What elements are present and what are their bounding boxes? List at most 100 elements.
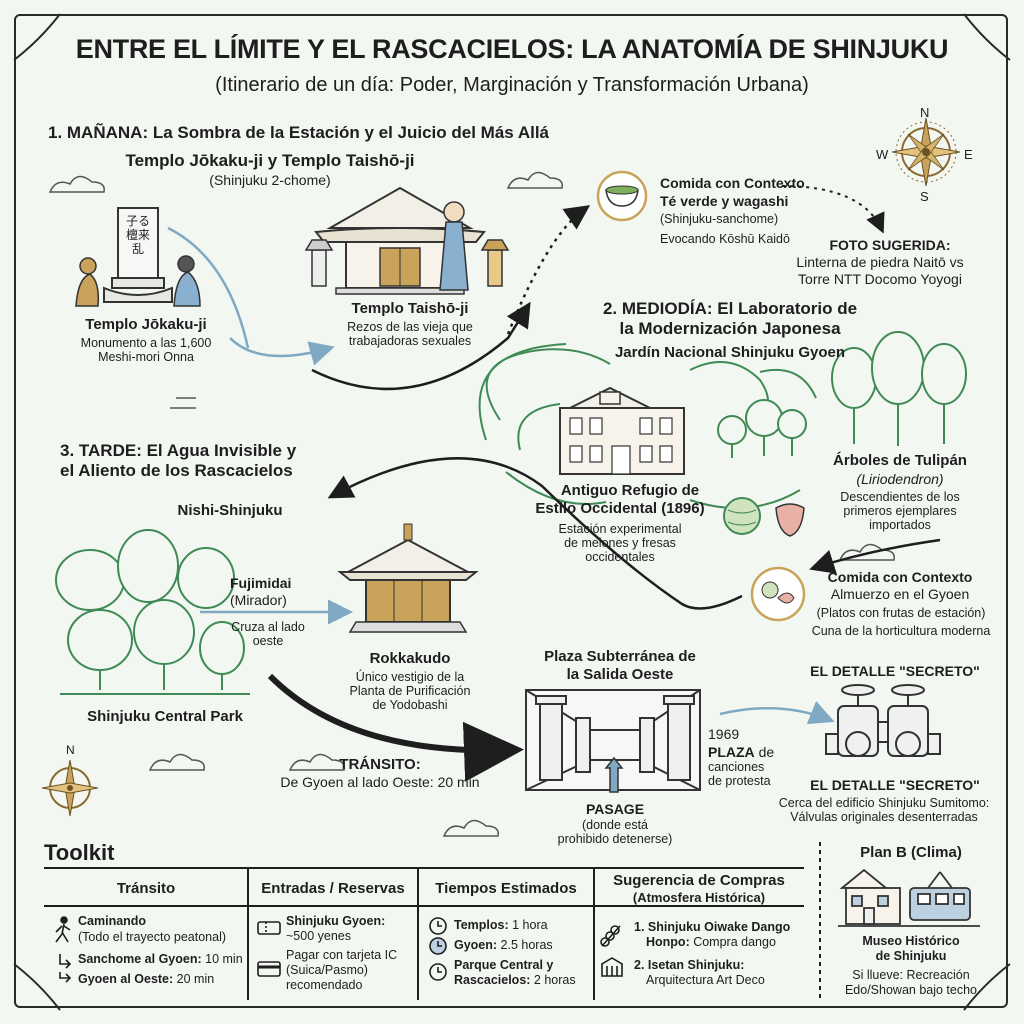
toolkit-icons: [55, 916, 623, 983]
western-building-illustration: [559, 386, 685, 475]
food2-title: Comida con Contexto: [827, 569, 973, 585]
transit-title: TRÁNSITO:: [339, 756, 421, 773]
jokaku-desc-1: Monumento a las 1,600: [80, 336, 212, 350]
planb-museum-1: Museo Histórico: [862, 934, 960, 948]
cross-west-2: oeste: [252, 634, 284, 648]
morning-temples-title: Templo Jōkaku-ji y Templo Taishō-ji: [125, 151, 415, 170]
compass-icon: [891, 117, 961, 187]
toolkit-col-shopping-sub: (Atmosfera Histórica): [632, 890, 766, 905]
valve-illustration: [825, 684, 941, 757]
plaza-year: 1969: [708, 726, 740, 742]
planb-desc-2: Edo/Showan bajo techo: [844, 983, 978, 997]
page-title: ENTRE EL LÍMITE Y EL RASCACIELOS: LA ANA…: [75, 34, 949, 64]
toolkit-col-transit-heading: Tránsito: [116, 880, 176, 897]
taisho-desc-1: Rezos de las vieja que: [347, 320, 473, 334]
refuge-title-1: Antiguo Refugio de: [560, 482, 700, 499]
rokkakudo-desc-1: Único vestigio de la: [355, 670, 465, 684]
photo-title: FOTO SUGERIDA:: [829, 237, 951, 253]
rokkakudo-desc-3: de Yodobashi: [372, 698, 448, 712]
toolkit-time-temples-val: 1 hora: [508, 918, 548, 932]
museum-illustration: [838, 868, 980, 927]
refuge-desc-1: Estación experimental: [558, 522, 682, 536]
toolkit-walk: Caminando: [78, 914, 147, 928]
tulip-tree-illustration: [831, 331, 967, 446]
toolkit-shop-2: 2. Isetan Shinjuku:: [634, 958, 745, 972]
tulip-latin: (Liriodendron): [856, 471, 944, 487]
tulip-desc-2: primeros ejemplares: [843, 504, 957, 518]
pasage-up-arrow: [604, 756, 624, 793]
food2-desc-2: Cuna de la horticultura moderna: [811, 624, 991, 638]
food2-sub: Almuerzo en el Gyoen: [830, 586, 970, 602]
plaza-de: de: [758, 744, 775, 760]
melon-strawberry-icon: [723, 497, 805, 537]
tulip-desc-3: importados: [869, 518, 931, 532]
plaza-desc-1: canciones: [708, 760, 765, 774]
tulip-title: Árboles de Tulipán: [833, 452, 967, 469]
plaza-title-1: Plaza Subterránea de: [544, 648, 696, 665]
toolkit-col-shopping-heading: Sugerencia de Compras: [613, 872, 785, 889]
toolkit-time-gyoen-val: 2.5 horas: [497, 938, 553, 952]
rokkakudo-illustration: [337, 523, 479, 633]
food1-title-2: Té verde y wagashi: [660, 193, 789, 209]
rokkakudo-desc-2: Planta de Purificación: [349, 684, 471, 698]
jokaku-desc-2: Meshi-mori Onna: [98, 350, 194, 364]
poster-frame: [14, 14, 1008, 1008]
food1-desc: Evocando Kōshū Kaidō: [660, 232, 790, 246]
food1-title-1: Comida con Contexto: [660, 175, 805, 191]
route-arrows: [167, 185, 941, 782]
toolkit-ic-3: recomendado: [286, 978, 363, 992]
taisho-temple-illustration: [304, 186, 510, 295]
pasage-label: PASAGE: [585, 801, 645, 817]
cross-west-1: Cruza al lado: [231, 620, 305, 634]
fujimidai-sub: (Mirador): [230, 592, 287, 608]
stone-monument-illustration: [75, 207, 201, 307]
toolkit-route-2-bold: Gyoen al Oeste:: [78, 972, 174, 986]
toolkit-gyoen-price: ~500 yenes: [286, 929, 351, 943]
fujimidai-label: Fujimidai: [230, 575, 292, 591]
monument-inscription: 子る檀来乱: [126, 214, 151, 256]
secret-detail-bottom: EL DETALLE "SECRETO": [810, 777, 980, 793]
toolkit-time-skyscrapers: Rascacielos:: [454, 973, 531, 987]
toolkit-route-1-bold: Sanchome al Gyoen:: [78, 952, 202, 966]
gyoen-garden-label: Jardín Nacional Shinjuku Gyoen: [614, 344, 846, 361]
central-park-label: Shinjuku Central Park: [87, 708, 243, 725]
afternoon-heading-1: 3. TARDE: El Agua Invisible y: [60, 441, 297, 460]
morning-heading: 1. MAÑANA: La Sombra de la Estación y el…: [48, 123, 550, 142]
plaza-word: PLAZA: [708, 744, 755, 760]
food2-desc-1: (Platos con frutas de estación): [816, 606, 986, 620]
toolkit-table-lines: [44, 842, 821, 1000]
secret-detail-top: EL DETALLE "SECRETO": [810, 663, 980, 679]
compass-s-label: S: [920, 189, 929, 204]
planb-museum-2: de Shinjuku: [875, 949, 947, 963]
photo-desc-1: Linterna de piedra Naitō vs: [796, 254, 964, 270]
compass-e-label: E: [964, 147, 973, 162]
plaza-title-2: la Salida Oeste: [566, 666, 674, 683]
secret-desc-2: Válvulas originales desenterradas: [790, 810, 978, 824]
pasage-desc-1: (donde está: [581, 818, 649, 832]
transit-desc: De Gyoen al lado Oeste: 20 min: [280, 774, 480, 790]
toolkit-route-2-time: 20 min: [173, 972, 215, 986]
midday-heading-2: la Modernización Japonesa: [619, 319, 841, 338]
plaza-desc-2: de protesta: [708, 774, 771, 788]
toolkit-time-gyoen: Gyoen:: [454, 938, 498, 952]
refuge-desc-2: de melones y fresas: [564, 536, 676, 550]
toolkit-shop-1: 1. Shinjuku Oiwake Dango: [634, 920, 791, 934]
photo-desc-2: Torre NTT Docomo Yoyogi: [798, 271, 962, 287]
toolkit-time-park: Parque Central y: [454, 958, 554, 972]
food1-location: (Shinjuku-sanchome): [660, 212, 779, 226]
central-park-trees: [55, 529, 250, 695]
planb-heading: Plan B (Clima): [860, 844, 962, 861]
compass-icon-small: [41, 759, 99, 817]
toolkit-gyoen-ticket: Shinjuku Gyoen:: [286, 914, 386, 928]
toolkit-time-park-val: 2 horas: [530, 973, 576, 987]
planb-desc-1: Si llueve: Recreación: [852, 968, 970, 982]
secret-desc-1: Cerca del edificio Shinjuku Sumitomo:: [778, 796, 990, 810]
midday-heading-1: 2. MEDIODÍA: El Laboratorio de: [602, 299, 858, 318]
toolkit-ic-1: Pagar con tarjeta IC: [286, 948, 398, 962]
green-tea-icon: [596, 170, 648, 222]
toolkit-shop-2-desc: Arquitectura Art Deco: [646, 973, 765, 987]
toolkit-shop-1b: Honpo:: [646, 935, 690, 949]
toolkit-route-1-time: 10 min: [201, 952, 243, 966]
refuge-title-2: Estilo Occidental (1896): [535, 500, 705, 517]
